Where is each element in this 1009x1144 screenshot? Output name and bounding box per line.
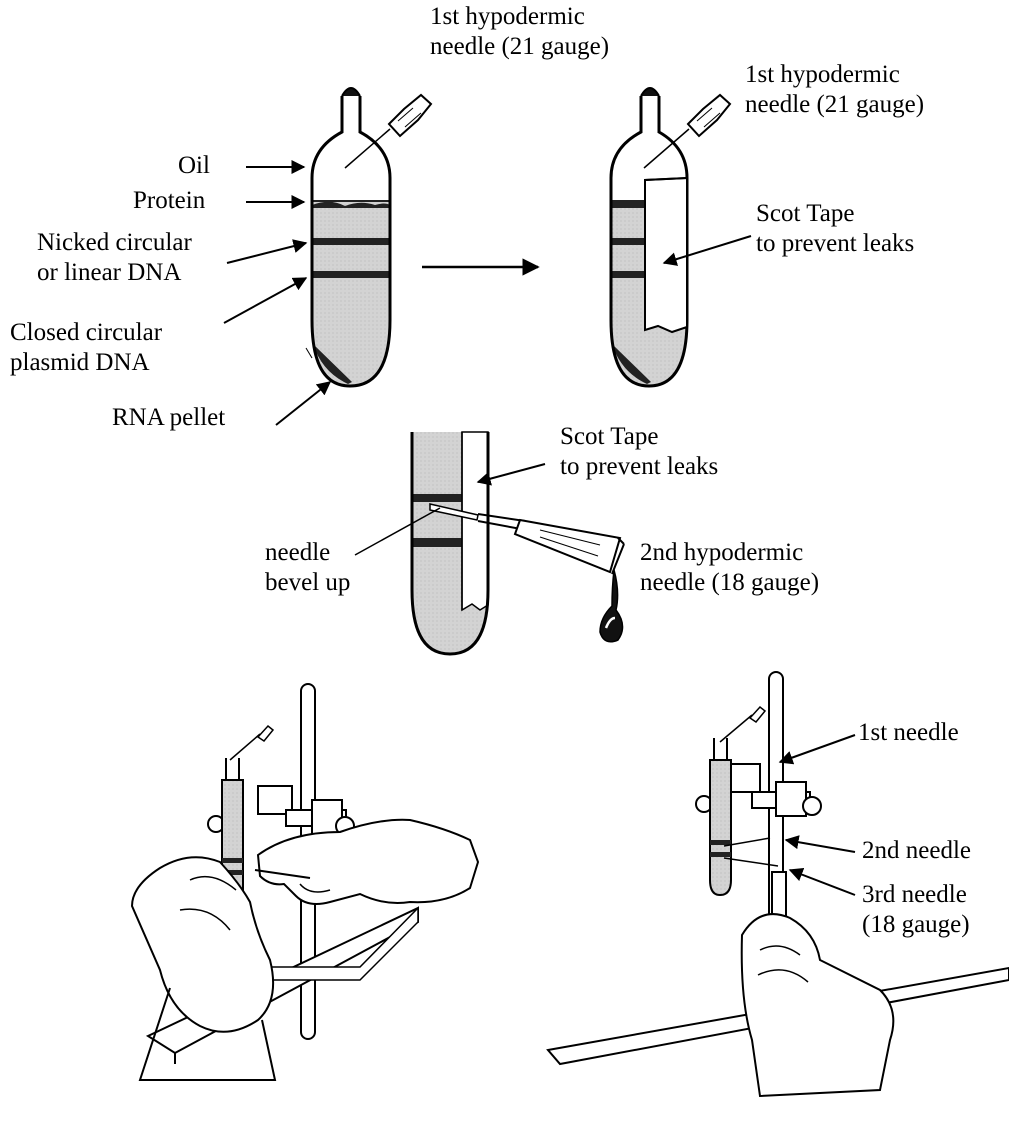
second-needle-short-label: 2nd needle bbox=[862, 836, 971, 866]
droplet-icon bbox=[600, 570, 623, 642]
hypodermic-needle-icon bbox=[345, 95, 431, 168]
tube-1-cap bbox=[342, 88, 360, 96]
tape-label-1-line-1: Scot Tape bbox=[756, 199, 914, 229]
tape-label-2-line-1: Scot Tape bbox=[560, 422, 718, 452]
second-needle-label-line-1: 2nd hypodermic bbox=[640, 538, 819, 568]
tape-label-2-line-2: to prevent leaks bbox=[560, 452, 718, 482]
closed-dna-label-line-1: Closed circular bbox=[10, 318, 162, 348]
closed-dna-label: Closed circular plasmid DNA bbox=[10, 318, 162, 378]
nicked-dna-band bbox=[312, 238, 390, 245]
zoomed-tube bbox=[412, 432, 488, 654]
needle-label-tube-2: 1st hypodermic needle (21 gauge) bbox=[745, 60, 924, 120]
second-needle-label: 2nd hypodermic needle (18 gauge) bbox=[640, 538, 819, 598]
closed-circular-dna-band bbox=[312, 271, 390, 278]
nicked-dna-label: Nicked circular or linear DNA bbox=[37, 228, 192, 288]
tape-label-2: Scot Tape to prevent leaks bbox=[560, 422, 718, 482]
needle-bevel-label-line-1: needle bbox=[265, 538, 350, 568]
needle-label-line-1: 1st hypodermic bbox=[430, 2, 609, 32]
hypodermic-needle-icon-2 bbox=[644, 95, 730, 168]
third-needle-label-line-1: 3rd needle bbox=[862, 880, 970, 910]
rna-pellet-label: RNA pellet bbox=[112, 403, 225, 433]
tape-icon bbox=[645, 178, 687, 332]
gloved-hand-icon-right bbox=[742, 914, 894, 1096]
needle-bevel-label-line-2: bevel up bbox=[265, 568, 350, 598]
oil-label: Oil bbox=[178, 151, 210, 181]
nicked-dna-label-line-2: or linear DNA bbox=[37, 258, 192, 288]
tape-label-1-line-2: to prevent leaks bbox=[756, 229, 914, 259]
centrifuge-tube-1 bbox=[306, 88, 390, 386]
needle-label-tube-1: 1st hypodermic needle (21 gauge) bbox=[430, 2, 609, 62]
needle-label-line-2: needle (21 gauge) bbox=[430, 32, 609, 62]
needle-bevel-label: needle bevel up bbox=[265, 538, 350, 598]
dna-band bbox=[412, 494, 462, 502]
second-needle-label-line-2: needle (18 gauge) bbox=[640, 568, 819, 598]
nicked-dna-label-line-1: Nicked circular bbox=[37, 228, 192, 258]
first-needle-label: 1st needle bbox=[858, 718, 959, 748]
needle-label-2-line-2: needle (21 gauge) bbox=[745, 90, 924, 120]
third-needle-label: 3rd needle (18 gauge) bbox=[862, 880, 970, 940]
centrifuge-tube-2 bbox=[611, 88, 687, 386]
third-needle-label-line-2: (18 gauge) bbox=[862, 910, 970, 940]
protein-label: Protein bbox=[133, 186, 205, 216]
closed-dna-label-line-2: plasmid DNA bbox=[10, 348, 162, 378]
tape-label-1: Scot Tape to prevent leaks bbox=[756, 199, 914, 259]
dna-band-lower bbox=[412, 538, 462, 547]
needle-label-2-line-1: 1st hypodermic bbox=[745, 60, 924, 90]
